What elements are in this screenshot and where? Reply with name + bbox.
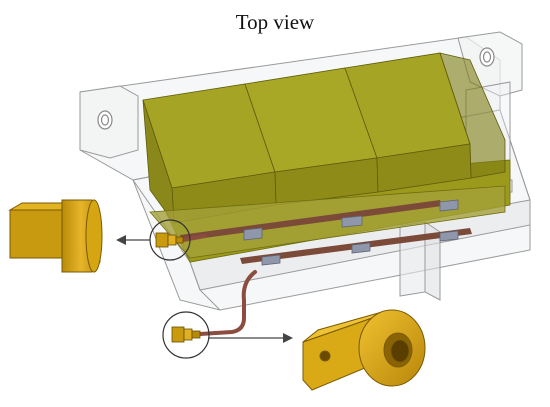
tab	[351, 242, 371, 254]
connector-socket-icon	[302, 309, 426, 391]
cell-stack-side	[439, 52, 506, 179]
tab	[243, 227, 263, 241]
connector-plug-icon	[8, 199, 103, 273]
arrows	[116, 235, 293, 343]
enclosure-front-foot	[399, 221, 426, 297]
socket-side-hole	[319, 350, 331, 362]
lower-connector-callout	[162, 311, 210, 359]
tab	[341, 215, 363, 228]
cell-tabs	[243, 199, 459, 266]
tab	[439, 230, 459, 242]
plug-head-face	[85, 199, 103, 273]
cell-stack	[142, 52, 506, 225]
plug-body-front	[9, 209, 63, 259]
lower-wire	[198, 270, 257, 336]
wires	[181, 234, 257, 336]
mounting-holes	[97, 47, 495, 130]
busbars	[180, 199, 472, 266]
tab	[439, 199, 459, 212]
lower-small-connector-icon	[171, 326, 201, 343]
upper-wire	[181, 234, 207, 242]
figure-title: Top view	[235, 10, 315, 34]
lower-callout-circle	[162, 311, 210, 359]
upper-small-connector-icon	[155, 232, 184, 248]
tab	[261, 254, 281, 266]
